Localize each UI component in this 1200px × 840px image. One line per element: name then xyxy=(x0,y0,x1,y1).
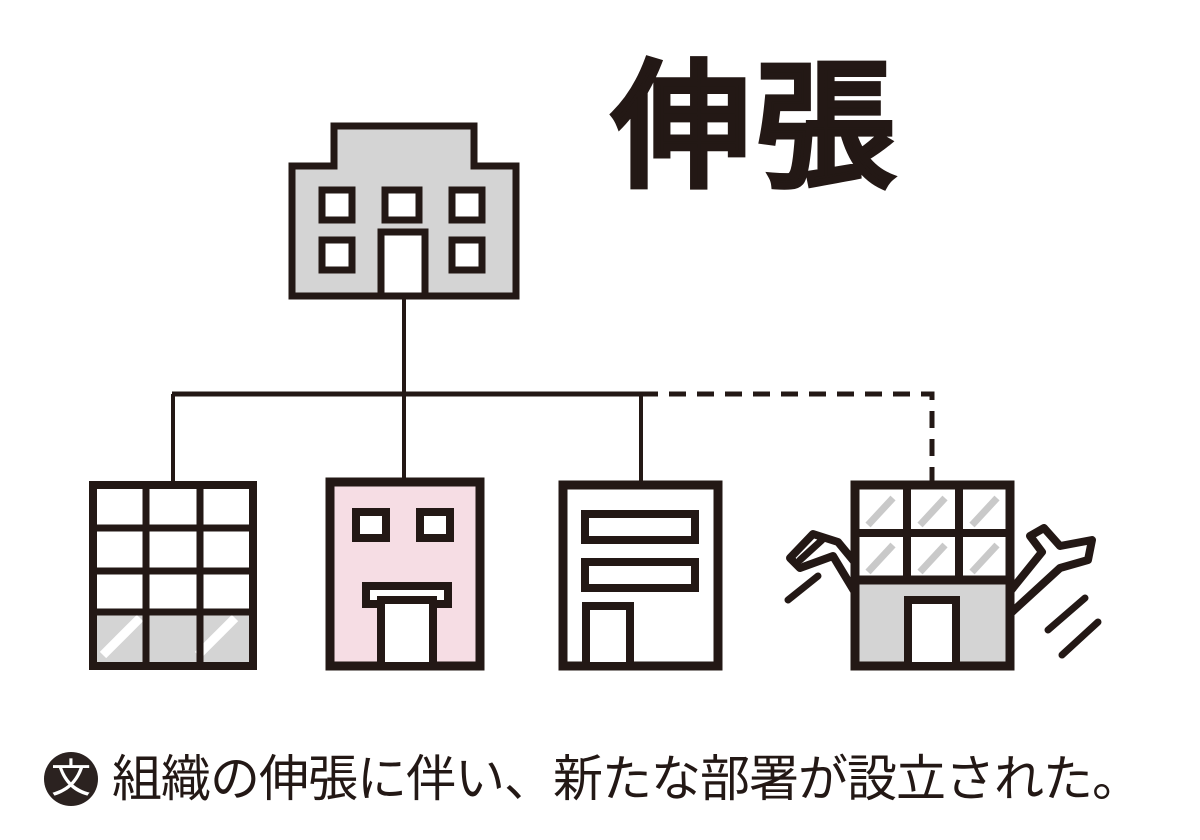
branch-4-shine-line xyxy=(969,542,1000,575)
branch-1-shine-line xyxy=(99,614,144,659)
headquarters-window xyxy=(448,186,486,224)
branch-building-1 xyxy=(89,481,257,670)
headquarters-window xyxy=(318,236,356,274)
branch-1-shine-line xyxy=(194,614,239,659)
branch-4-shine-line xyxy=(917,495,948,528)
branch-3-window-band xyxy=(581,558,699,592)
connector-lines xyxy=(171,296,935,485)
headquarters-window xyxy=(381,186,423,224)
branch-3-door xyxy=(582,602,634,670)
branch-building-2 xyxy=(325,477,485,671)
branch-4-right-arm xyxy=(996,524,1096,616)
branch-4-shine-lines xyxy=(865,495,1000,575)
branch-2-door xyxy=(377,596,437,670)
branch-4-shine-line xyxy=(865,495,896,528)
motion-line xyxy=(1044,594,1089,634)
connector-dashed-branch-4 xyxy=(641,391,935,485)
branch-4-shine-line xyxy=(917,542,948,575)
headquarters-window xyxy=(448,236,486,274)
branch-4-motion-lines xyxy=(784,536,1102,659)
caption-sentence: 組織の伸張に伴い、新たな部署が設立された。 xyxy=(112,750,1142,808)
branch-4-shine-line xyxy=(969,495,1000,528)
branch-4-door xyxy=(904,596,960,670)
branch-1-body xyxy=(89,481,257,670)
branch-building-4 xyxy=(784,480,1102,671)
branch-4-shine-line xyxy=(865,542,896,575)
branch-2-window xyxy=(352,508,390,542)
caption-badge-icon: 文 xyxy=(44,752,98,806)
motion-line xyxy=(784,572,822,604)
page-title: 伸張 xyxy=(611,46,901,209)
headquarters-building xyxy=(288,122,520,300)
org-chart-illustration xyxy=(89,122,1102,671)
headquarters-door xyxy=(377,228,429,300)
branch-2-window xyxy=(416,508,454,542)
branch-3-window-band xyxy=(581,510,699,544)
motion-line xyxy=(796,536,826,564)
branch-building-3 xyxy=(558,480,723,671)
motion-line xyxy=(1058,618,1102,659)
headquarters-window xyxy=(318,186,356,224)
caption: 文 組織の伸張に伴い、新たな部署が設立された。 xyxy=(44,742,1174,816)
